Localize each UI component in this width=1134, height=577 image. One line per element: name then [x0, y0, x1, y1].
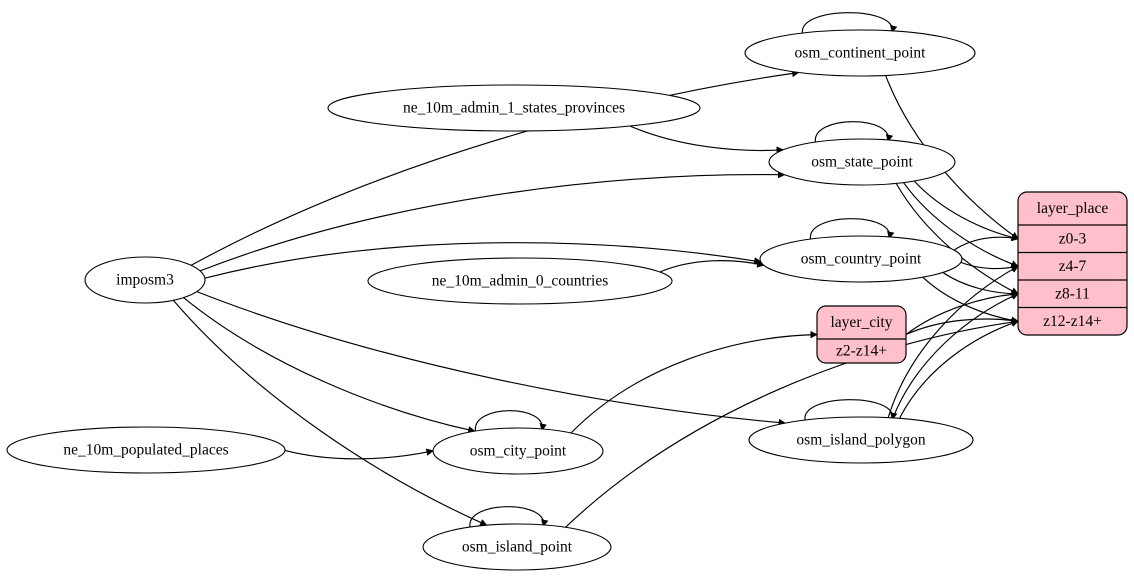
node-osm_country_point[interactable]: osm_country_point — [759, 235, 963, 283]
edge — [898, 321, 1019, 419]
record-row-layer_city-title[interactable]: layer_city — [831, 314, 893, 331]
node-shape — [768, 138, 956, 186]
edge — [565, 321, 1019, 528]
node-shape — [6, 426, 286, 474]
edge-self-loop — [809, 218, 889, 240]
edge — [570, 335, 817, 434]
node-label: ne_10m_admin_1_states_provinces — [403, 100, 625, 117]
edge — [913, 180, 1018, 239]
node-label: ne_10m_populated_places — [63, 442, 228, 459]
node-osm_island_point[interactable]: osm_island_point — [422, 523, 612, 571]
node-label: osm_island_point — [462, 539, 573, 556]
record-layer: layer_place z0-3 z4-7 z8-11 z12-z14+ layer_ci… — [816, 191, 1128, 364]
record-row-layer_place-z12[interactable]: z12-z14+ — [1043, 313, 1102, 330]
node-shape — [432, 427, 604, 475]
record-box — [1017, 191, 1128, 336]
record-row-layer_place-z0-3[interactable]: z0-3 — [1059, 230, 1087, 247]
edge — [183, 297, 475, 432]
record-node-layer_city[interactable]: layer_city z2-z14+ — [816, 305, 907, 364]
edge-self-loop — [474, 410, 542, 432]
node-label: imposm3 — [116, 272, 174, 289]
node-label: osm_city_point — [470, 443, 567, 460]
node-ne_10m_populated_places[interactable]: ne_10m_populated_places — [6, 426, 286, 474]
record-row-layer_city-z2[interactable]: z2-z14+ — [836, 343, 887, 360]
node-layer: imposm3 ne_10m_admin_1_states_provincesne… — [6, 29, 976, 571]
edge — [953, 237, 1018, 251]
edge — [892, 294, 1018, 419]
node-shape — [744, 29, 976, 77]
node-shape — [84, 256, 206, 304]
node-shape — [759, 235, 963, 283]
edge — [190, 73, 799, 266]
edge-layer — [172, 12, 1019, 528]
edge — [629, 125, 783, 150]
edge — [199, 175, 785, 272]
edge — [284, 450, 433, 460]
node-ne_10m_admin_1_states_provinces[interactable]: ne_10m_admin_1_states_provinces — [327, 84, 701, 132]
node-osm_island_polygon[interactable]: osm_island_polygon — [748, 416, 974, 464]
edge-self-loop — [469, 506, 544, 528]
node-ne_10m_admin_0_countries[interactable]: ne_10m_admin_0_countries — [367, 257, 673, 305]
node-label: osm_country_point — [801, 251, 922, 268]
node-osm_continent_point[interactable]: osm_continent_point — [744, 29, 976, 77]
edge — [905, 319, 1018, 336]
node-shape — [367, 257, 673, 305]
node-osm_state_point[interactable]: osm_state_point — [768, 138, 956, 186]
node-imposm3[interactable]: imposm3 — [84, 256, 206, 304]
record-row-layer_place-z8-11[interactable]: z8-11 — [1055, 285, 1090, 302]
edge — [887, 265, 1018, 418]
node-osm_city_point[interactable]: osm_city_point — [432, 427, 604, 475]
edge — [172, 299, 486, 525]
edge-self-loop — [801, 12, 892, 34]
edge-self-loop — [814, 121, 888, 143]
node-label: osm_island_polygon — [796, 432, 925, 449]
node-shape — [327, 84, 701, 132]
record-node-layer_place[interactable]: layer_place z0-3 z4-7 z8-11 z12-z14+ — [1017, 191, 1128, 336]
edge — [903, 182, 1019, 267]
node-label: osm_continent_point — [795, 45, 927, 62]
record-row-layer_place-title[interactable]: layer_place — [1037, 200, 1109, 217]
edge — [659, 260, 764, 273]
edge — [204, 242, 761, 279]
edge — [905, 294, 1018, 335]
node-label: ne_10m_admin_0_countries — [432, 273, 609, 290]
edge — [196, 291, 785, 424]
edge — [922, 276, 1018, 321]
record-row-layer_place-z4-7[interactable]: z4-7 — [1059, 258, 1087, 275]
record-box — [816, 305, 907, 364]
node-shape — [748, 416, 974, 464]
node-shape — [422, 523, 612, 571]
node-label: osm_state_point — [811, 154, 913, 171]
